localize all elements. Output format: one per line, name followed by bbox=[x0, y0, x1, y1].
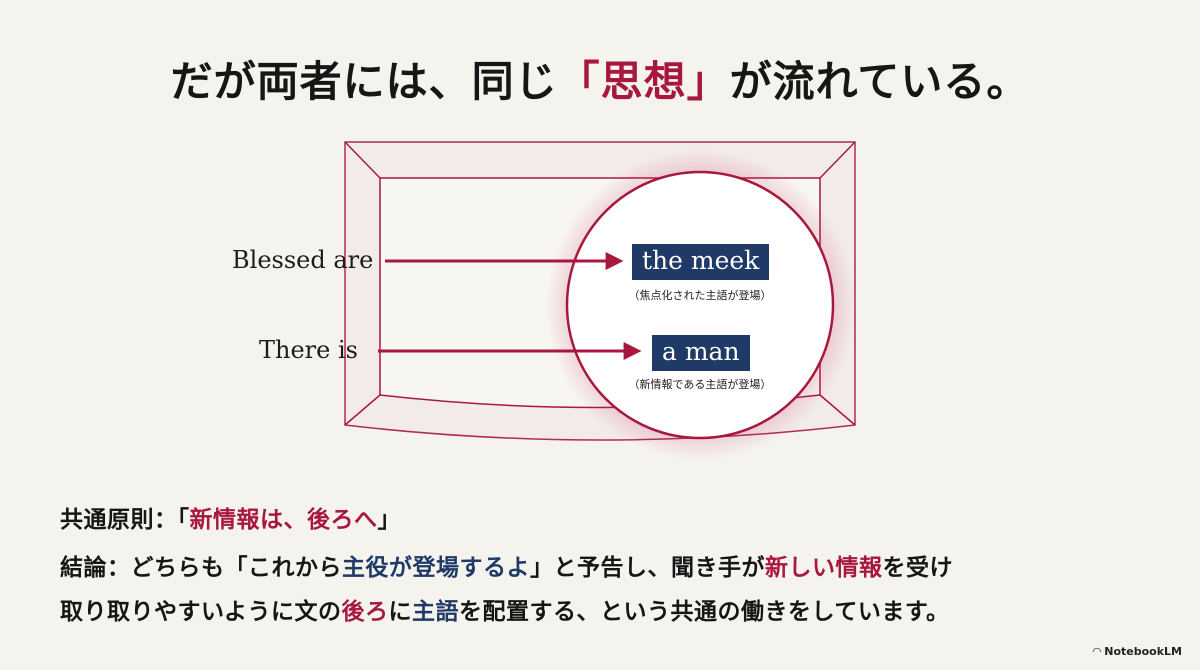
frame-bevel-tr bbox=[819, 141, 856, 179]
conclusion-text: 取り取りやすいように文の bbox=[60, 599, 342, 625]
conclusion-highlight-red: 後ろ bbox=[341, 599, 389, 625]
principle-label: 共通原則： bbox=[60, 507, 178, 533]
conclusion-text: を配置する、という共通の働きをしています。 bbox=[459, 599, 950, 625]
branding-name: NotebookLM bbox=[1104, 645, 1182, 658]
conclusion-line-2: 取り取りやすいように文の後ろに主語を配置する、という共通の働きをしています。 bbox=[60, 592, 950, 626]
subject-box-a-man: a man bbox=[652, 335, 750, 371]
principle-quote: 新情報は、後ろへ bbox=[189, 507, 378, 533]
title-text-end: が流れている。 bbox=[729, 57, 1030, 106]
frame-bevel-bl bbox=[344, 394, 381, 426]
left-phrase-there-is: There is bbox=[259, 336, 358, 364]
notebooklm-logo-icon: ◠ bbox=[1092, 645, 1102, 658]
title-bracket-close: 」 bbox=[686, 57, 730, 106]
title-text: だが両者には、同じ bbox=[170, 57, 558, 106]
title-bracket-open: 「 bbox=[557, 57, 601, 106]
page-title: だが両者には、同じ「思想」が流れている。 bbox=[0, 48, 1200, 109]
notebooklm-branding: ◠NotebookLM bbox=[1093, 645, 1182, 658]
spotlight-circle bbox=[565, 170, 835, 440]
conclusion-text: を受け bbox=[882, 555, 953, 581]
conclusion-highlight-red: 新しい情報 bbox=[765, 555, 883, 581]
conclusion-line-1: 結論：どちらも「これから主役が登場するよ」と予告し、聞き手が新しい情報を受け bbox=[60, 548, 953, 582]
conclusion-text: 結論：どちらも「これから bbox=[60, 555, 342, 581]
title-accent-word: 思想 bbox=[600, 57, 687, 106]
conclusion-text: に bbox=[388, 599, 413, 625]
frame-bevel-br bbox=[819, 394, 856, 426]
frame-bevel-tl bbox=[344, 141, 381, 179]
conclusion-highlight-blue: 主語 bbox=[412, 599, 460, 625]
principle-quote-close: 」 bbox=[377, 507, 401, 533]
principle-quote-open: 「 bbox=[177, 507, 190, 533]
subject-note-new-info: （新情報である主語が登場） bbox=[628, 378, 772, 391]
subject-note-focused: （焦点化された主語が登場） bbox=[628, 289, 772, 302]
subject-box-the-meek: the meek bbox=[632, 244, 770, 280]
left-phrase-blessed: Blessed are bbox=[232, 246, 374, 274]
common-principle: 共通原則：「新情報は、後ろへ」 bbox=[60, 500, 401, 534]
conclusion-highlight-blue: 主役が登場するよ bbox=[342, 555, 530, 581]
conclusion-text: 」と予告し、聞き手が bbox=[530, 555, 765, 581]
